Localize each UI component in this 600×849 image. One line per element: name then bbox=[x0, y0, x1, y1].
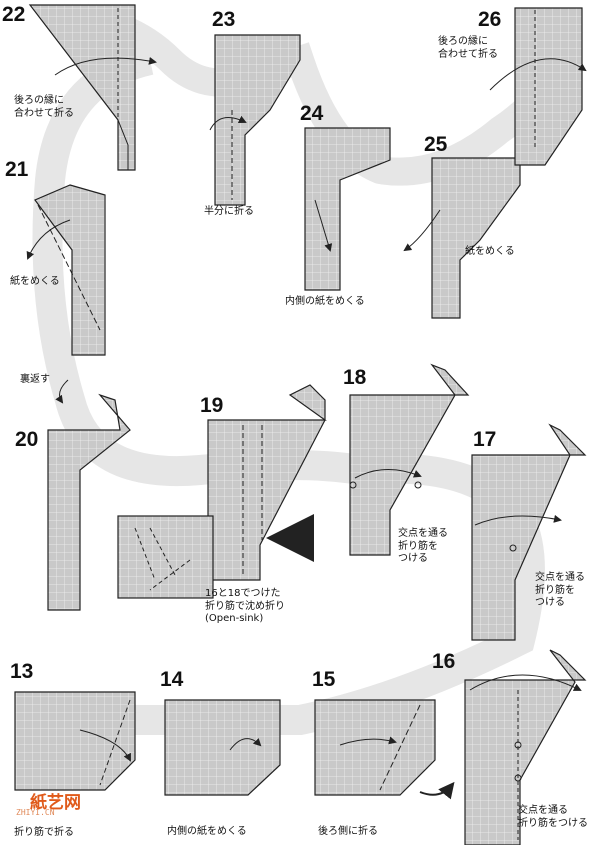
step-23-caption: 半分に折る bbox=[204, 206, 254, 219]
step-17-caption: 交点を通る 折り筋を つける bbox=[535, 572, 585, 610]
step-13-figure bbox=[15, 692, 135, 790]
step-number-15: 15 bbox=[312, 668, 335, 692]
step-25-caption: 紙をめくる bbox=[465, 246, 515, 259]
step-14-figure bbox=[165, 700, 280, 795]
step-number-13: 13 bbox=[10, 660, 33, 684]
step-number-20: 20 bbox=[15, 428, 38, 452]
step-15-caption: 後ろ側に折る bbox=[318, 826, 378, 839]
step-number-24: 24 bbox=[300, 102, 323, 126]
step-18-caption: 交点を通る 折り筋を つける bbox=[398, 528, 448, 566]
step-24-figure bbox=[305, 128, 390, 290]
step-21-caption: 紙をめくる bbox=[10, 276, 60, 289]
step-number-18: 18 bbox=[343, 366, 366, 390]
step-number-26: 26 bbox=[478, 8, 501, 32]
step-number-25: 25 bbox=[424, 133, 447, 157]
step-13-caption: 折り筋で折る bbox=[14, 827, 74, 840]
step-22-caption: 後ろの縁に 合わせて折る bbox=[14, 95, 74, 120]
step-number-21: 21 bbox=[5, 158, 28, 182]
step-number-17: 17 bbox=[473, 428, 496, 452]
step-number-19: 19 bbox=[200, 394, 223, 418]
step-16-caption: 交点を通る 折り筋をつける bbox=[518, 805, 588, 830]
step-number-22: 22 bbox=[2, 3, 25, 27]
step-number-23: 23 bbox=[212, 8, 235, 32]
step-23-figure bbox=[210, 35, 300, 205]
step-number-16: 16 bbox=[432, 650, 455, 674]
watermark-url: ZHIYI.CN bbox=[16, 808, 55, 817]
step-20-caption: 裏返す bbox=[20, 374, 50, 387]
step-number-14: 14 bbox=[160, 668, 183, 692]
step-24-caption: 内側の紙をめくる bbox=[285, 296, 365, 309]
step-19-caption: 16と18でつけた 折り筋で沈め折り (Open-sink) bbox=[205, 588, 285, 626]
step-14-caption: 内側の紙をめくる bbox=[167, 826, 247, 839]
step-15-figure bbox=[315, 700, 452, 795]
step-26-caption: 後ろの縁に 合わせて折る bbox=[438, 36, 498, 61]
